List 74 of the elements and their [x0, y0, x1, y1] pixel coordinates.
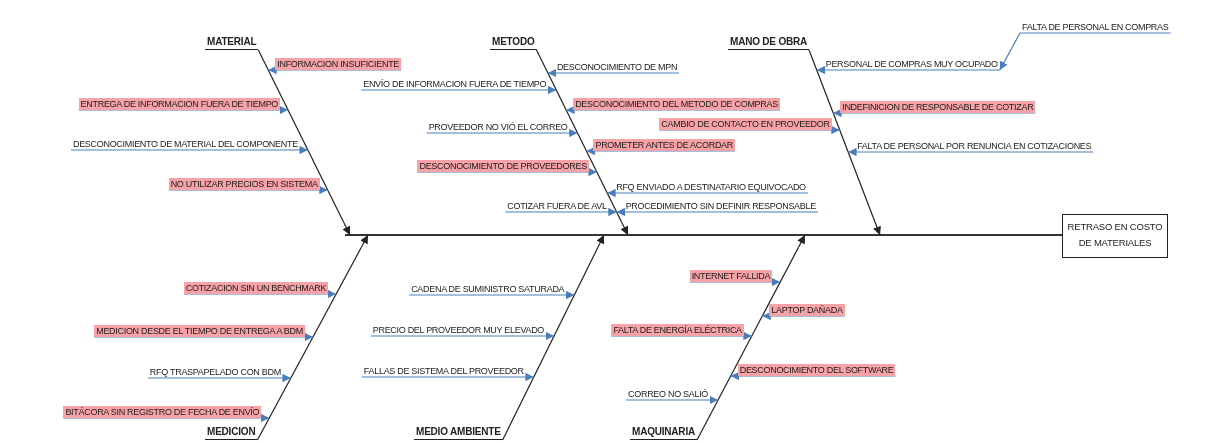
cause-label: DESCONOCIMIENTO DE PROVEEDORES: [417, 160, 589, 172]
arrow: [147, 373, 292, 383]
cause-label: BITÁCORA SIN REGISTRO DE FECHA DE ENVÍO: [63, 406, 262, 418]
arrow: [761, 311, 846, 321]
arrow: [183, 289, 337, 299]
arrow: [360, 85, 557, 95]
arrow: [547, 68, 680, 78]
arrow: [616, 207, 819, 217]
arrow: [689, 277, 781, 287]
effect-box: RETRASO EN COSTO DE MATERIALES: [1062, 214, 1168, 258]
arrow: [606, 188, 809, 198]
spine-line: [345, 234, 1062, 236]
cause-label: DESCONOCIMIENTO DE MATERIAL DEL COMPONENTE: [70, 138, 300, 150]
category-label: MATERIAL: [205, 36, 259, 50]
cause-label: RFQ TRASPAPELADO CON BDM: [147, 366, 283, 378]
cause-label: CAMBIO DE CONTACTO EN PROVEEDOR: [659, 118, 832, 130]
cause-label: ENTREGA DE INFORMACION FUERA DE TIEMPO: [78, 98, 281, 110]
cause-label: INFORMACION INSUFICIENTE: [275, 58, 402, 70]
arrow: [585, 146, 736, 156]
cause-label: INTERNET FALLIDA: [689, 270, 773, 282]
cause-label: LAPTOP DAÑADA: [769, 304, 845, 316]
cause-label: PROMETER ANTES DE ACORDAR: [593, 139, 735, 151]
cause-label: DESCONOCIMIENTO DEL SOFTWARE: [737, 364, 896, 376]
arrow: [565, 105, 781, 115]
arrow: [873, 221, 881, 236]
arrow: [658, 125, 841, 135]
arrow: [610, 331, 753, 341]
cause-label: DESCONOCIMIENTO DE MPN: [554, 61, 680, 73]
cause-label: RFQ ENVIADO A DESTINATARIO EQUIVOCADO: [614, 181, 808, 193]
cause-label: PERSONAL DE COMPRAS MUY OCUPADO: [823, 58, 1000, 70]
arrow: [832, 108, 1036, 118]
cause-label: COTIZAR FUERA DE AVL: [505, 200, 609, 212]
category-label: MAQUINARIA: [630, 426, 697, 440]
arrow: [93, 332, 314, 342]
cause-label: MEDICION DESDE EL TIEMPO DE ENTREGA A BDM: [94, 325, 305, 337]
cause-label: CORREO NO SALIÓ: [626, 388, 711, 400]
arrow: [70, 145, 309, 155]
cause-label: PROVEEDOR NO VIÓ EL CORREO: [426, 121, 570, 133]
cause-label: FALLAS DE SISTEMA DEL PROVEEDOR: [361, 365, 526, 377]
arrow: [625, 395, 719, 405]
category-label: MEDICION: [205, 426, 258, 440]
cause-label: DESCONOCIMIENTO DEL METODO DE COMPRAS: [573, 98, 780, 110]
cause-label: FALTA DE ENERGÍA ELÉCTRICA: [611, 324, 744, 336]
arrow: [361, 372, 535, 382]
category-label: MEDIO AMBIENTE: [414, 426, 503, 440]
cause-label: CADENA DE SUMINISTRO SATURADA: [409, 283, 567, 295]
category-label: MANO DE OBRA: [728, 36, 810, 50]
arrow: [620, 221, 629, 236]
arrow: [999, 32, 1172, 71]
arrow: [78, 105, 289, 115]
cause-label: FALTA DE PERSONAL EN COMPRAS: [1020, 21, 1171, 33]
arrow: [816, 65, 1001, 75]
arrow: [62, 413, 270, 423]
arrow: [408, 290, 575, 300]
arrow: [797, 234, 806, 248]
arrow: [847, 147, 1094, 157]
cause-label: COTIZACION SIN UN BENCHMARK: [183, 282, 329, 294]
cause-label: FALTA DE PERSONAL POR RENUNCIA EN COTIZACIONES: [855, 140, 1094, 152]
arrow: [730, 371, 897, 381]
cause-label: INDEFINICION DE RESPONSABLE DE COTIZAR: [840, 101, 1036, 113]
arrow: [504, 207, 618, 217]
arrow: [342, 221, 351, 236]
cause-label: PROCEDIMIENTO SIN DEFINIR RESPONSABLE: [623, 200, 818, 212]
category-label: METODO: [490, 36, 537, 50]
arrow: [416, 167, 598, 177]
cause-label: NO UTILIZAR PRECIOS EN SISTEMA: [168, 178, 320, 190]
arrow: [426, 128, 579, 138]
arrow: [360, 234, 369, 248]
arrow: [168, 185, 329, 195]
arrow: [267, 65, 402, 75]
arrow: [596, 234, 605, 249]
cause-label: PRECIO DEL PROVEEDOR MUY ELEVADO: [370, 324, 547, 336]
cause-label: ENVÍO DE INFORMACION FUERA DE TIEMPO: [361, 78, 549, 90]
arrow: [370, 331, 555, 341]
